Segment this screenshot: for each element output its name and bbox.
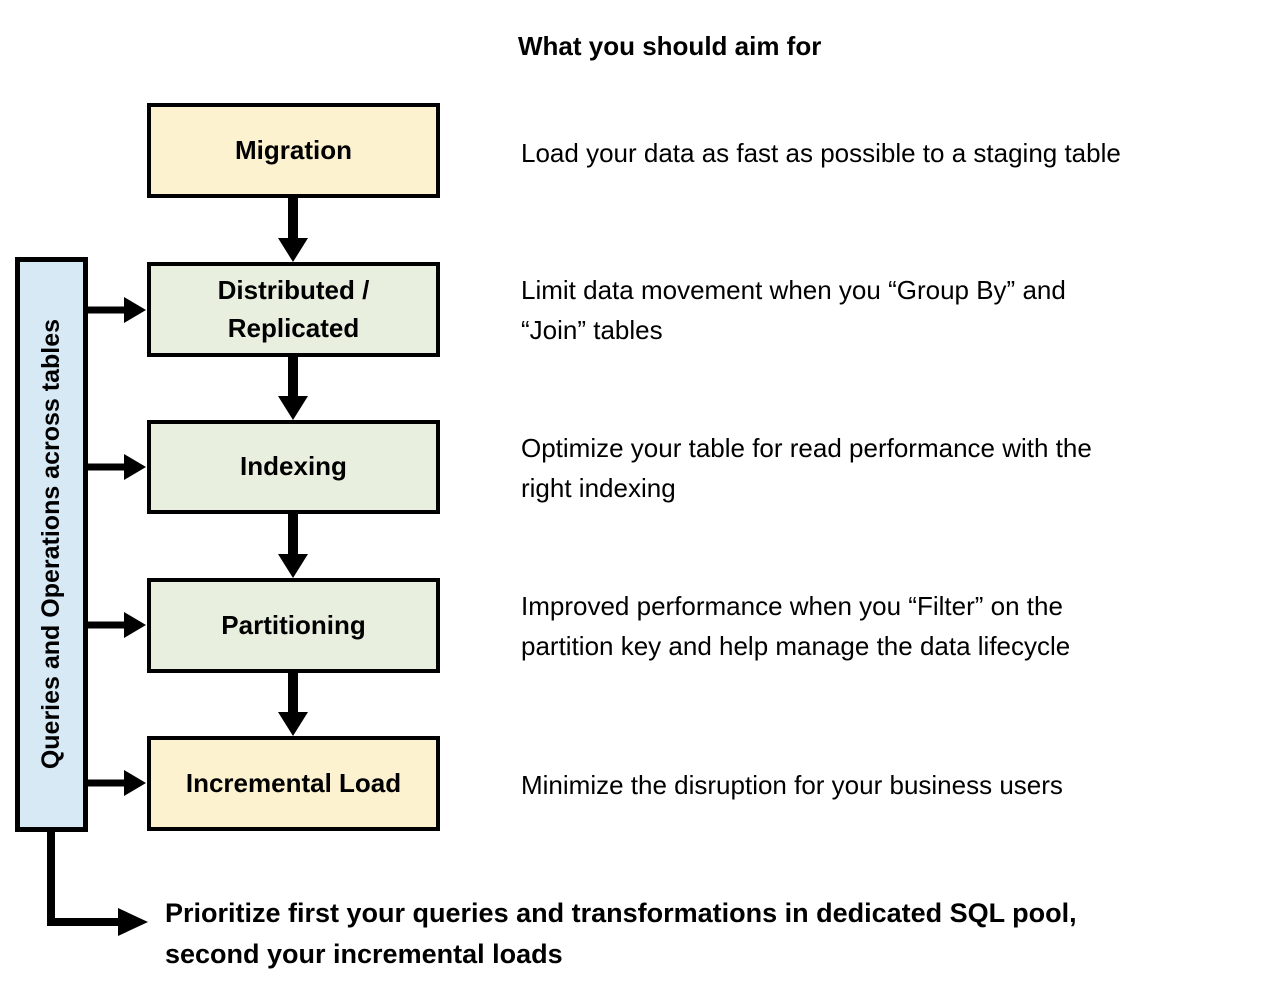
footer-note: Prioritize first your queries and transf… <box>165 898 1077 969</box>
step-box-incremental-load: Incremental Load <box>147 736 440 831</box>
description-indexing: Optimize your table for read performance… <box>521 433 1092 503</box>
arrow-partitioning-to-incremental <box>278 673 308 736</box>
description-incremental-load: Minimize the disruption for your busines… <box>521 770 1063 800</box>
sidebar-queries-operations: Queries and Operations across tables <box>15 257 88 832</box>
step-box-partitioning: Partitioning <box>147 578 440 673</box>
arrow-sidebar-to-partitioning <box>86 612 146 638</box>
arrow-sidebar-to-indexing <box>86 454 146 480</box>
arrow-distributed-to-indexing <box>278 357 308 420</box>
arrow-indexing-to-partitioning <box>278 514 308 578</box>
page-title: What you should aim for <box>518 31 822 61</box>
description-distributed-replicated: Limit data movement when you “Group By” … <box>521 275 1066 345</box>
arrow-sidebar-to-footer-note <box>47 830 148 936</box>
step-box-migration: Migration <box>147 103 440 198</box>
sidebar-label: Queries and Operations across tables <box>37 319 65 770</box>
step-box-indexing: Indexing <box>147 420 440 514</box>
arrow-sidebar-to-incremental <box>86 770 146 796</box>
arrow-migration-to-distributed <box>278 198 308 262</box>
description-migration: Load your data as fast as possible to a … <box>521 138 1121 168</box>
description-partitioning: Improved performance when you “Filter” o… <box>521 591 1071 661</box>
arrow-sidebar-to-distributed <box>86 297 146 323</box>
step-box-distributed-replicated: Distributed / Replicated <box>147 262 440 357</box>
